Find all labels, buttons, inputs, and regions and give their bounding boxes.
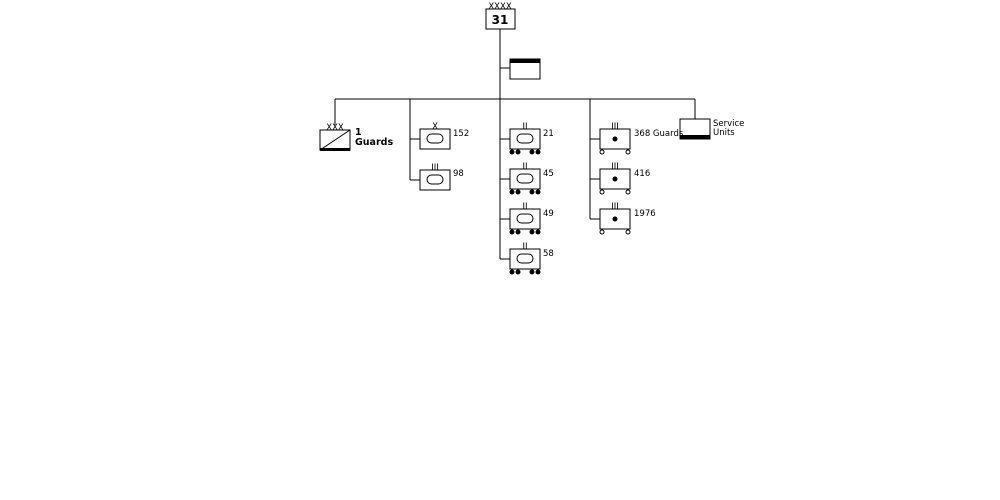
staff-top-band	[510, 59, 540, 63]
tank-unit: II 21	[509, 122, 554, 155]
unit-echelon-mark: II	[522, 122, 527, 132]
armor-track-oval	[516, 133, 534, 144]
armor-unit: III 98	[419, 163, 464, 191]
unit-echelon-mark: III	[611, 122, 619, 132]
unit-echelon-mark: II	[522, 242, 527, 252]
unit-designation: 152	[453, 129, 469, 139]
unit-echelon-mark: X	[432, 122, 438, 132]
unit-designation: 1976	[634, 209, 656, 219]
towed-wheel-mark	[625, 149, 631, 155]
armor-track-oval	[516, 213, 534, 224]
wheel-mark	[529, 149, 535, 155]
cavalry-number: 1	[355, 127, 362, 138]
cavalry-diagonal	[319, 129, 351, 151]
staff-unit	[509, 58, 541, 80]
wheel-mark	[535, 269, 541, 275]
armor-track-oval	[426, 174, 444, 185]
towed-wheel-mark	[599, 189, 605, 195]
cavalry-group-unit: XXX 1 Guards	[319, 123, 393, 151]
service-units: Service Units	[679, 118, 744, 140]
cavalry-echelon-mark: XXX	[326, 123, 344, 133]
tank-unit: II 45	[509, 162, 554, 195]
artillery-unit: III 1976	[599, 202, 656, 235]
towed-wheel-mark	[625, 229, 631, 235]
service-bottom-band	[680, 135, 710, 139]
cavalry-name: Guards	[355, 137, 393, 148]
unit-designation: 49	[543, 209, 554, 219]
unit-echelon-mark: III	[611, 162, 619, 172]
wheel-mark	[515, 229, 521, 235]
wheel-mark	[529, 229, 535, 235]
unit-designation: 21	[543, 129, 554, 139]
hq-label: 31	[492, 13, 509, 27]
service-label-line1: Service	[713, 119, 744, 129]
armor-unit: X 152	[419, 122, 469, 150]
tank-unit: II 58	[509, 242, 554, 275]
tank-column: II 21 II 45 II 49	[509, 122, 554, 275]
army-hq-unit: XXXX 31	[485, 2, 516, 30]
wheel-mark	[509, 269, 515, 275]
artillery-dot	[612, 216, 618, 222]
towed-wheel-mark	[625, 189, 631, 195]
unit-echelon-mark: II	[522, 162, 527, 172]
wheel-mark	[535, 149, 541, 155]
unit-designation: 58	[543, 249, 554, 259]
unit-designation: 45	[543, 169, 554, 179]
artillery-unit: III 416	[599, 162, 650, 195]
hq-symbol-frame	[485, 8, 516, 30]
unit-designation: 98	[453, 169, 464, 179]
wheel-mark	[515, 189, 521, 195]
wheel-mark	[535, 229, 541, 235]
artillery-dot	[612, 176, 618, 182]
armor-track-oval	[516, 173, 534, 184]
service-label-line2: Units	[713, 128, 735, 138]
unit-echelon-mark: II	[522, 202, 527, 212]
towed-wheel-mark	[599, 229, 605, 235]
cavalry-bottom-band	[320, 148, 350, 151]
hq-echelon-mark: XXXX	[488, 2, 511, 12]
artillery-dot	[612, 136, 618, 142]
connector-lines	[334, 29, 696, 260]
wheel-mark	[509, 229, 515, 235]
unit-designation: 368 Guards	[634, 129, 684, 139]
armor-track-oval	[426, 133, 444, 144]
wheel-mark	[515, 269, 521, 275]
unit-echelon-mark: III	[611, 202, 619, 212]
wheel-mark	[509, 149, 515, 155]
armor-track-oval	[516, 253, 534, 264]
wheel-mark	[529, 269, 535, 275]
unit-designation: 416	[634, 169, 650, 179]
wheel-mark	[529, 189, 535, 195]
towed-wheel-mark	[599, 149, 605, 155]
wheel-mark	[535, 189, 541, 195]
unit-echelon-mark: III	[431, 163, 439, 173]
wheel-mark	[509, 189, 515, 195]
artillery-column: III 368 Guards III 416 III 1976	[599, 122, 684, 235]
armor-column: X 152 III 98	[419, 122, 469, 191]
tank-unit: II 49	[509, 202, 554, 235]
wheel-mark	[515, 149, 521, 155]
artillery-unit: III 368 Guards	[599, 122, 684, 155]
